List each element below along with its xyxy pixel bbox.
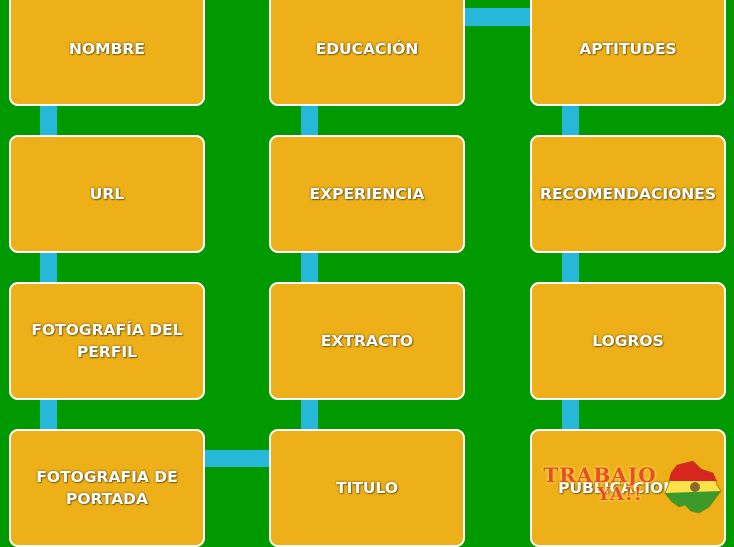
node-recomendaciones: RECOMENDACIONES: [530, 135, 726, 253]
node-extracto: EXTRACTO: [269, 282, 465, 400]
connector-titulo-extracto: [301, 400, 318, 429]
connector-fotografia-perfil-portada: [40, 400, 57, 429]
node-titulo: TITULO: [269, 429, 465, 547]
connector-educacion-aptitudes: [465, 8, 530, 26]
bolivia-map-icon: [664, 460, 722, 514]
logo-line-1: TRABAJO: [543, 463, 657, 487]
node-educacion: EDUCACIÓN: [269, 0, 465, 106]
connector-logros-publicaciones: [562, 400, 579, 429]
node-fotografia-portada: FOTOGRAFIA DE PORTADA: [9, 429, 205, 547]
connector-url-fotografia-perfil: [40, 253, 57, 282]
connector-nombre-url: [40, 106, 57, 135]
logo-line-2: YA!!: [597, 484, 643, 505]
node-logros: LOGROS: [530, 282, 726, 400]
connector-experiencia-educacion: [301, 106, 318, 135]
connector-recomendaciones-logros: [562, 253, 579, 282]
node-experiencia: EXPERIENCIA: [269, 135, 465, 253]
connector-extracto-experiencia: [301, 253, 318, 282]
node-nombre: NOMBRE: [9, 0, 205, 106]
connector-portada-titulo: [205, 450, 269, 467]
node-url: URL: [9, 135, 205, 253]
node-aptitudes: APTITUDES: [530, 0, 726, 106]
node-fotografia-perfil: FOTOGRAFÍA DEL PERFIL: [9, 282, 205, 400]
trabajo-ya-logo: TRABAJO YA!!: [535, 455, 725, 519]
connector-aptitudes-recomendaciones: [562, 106, 579, 135]
